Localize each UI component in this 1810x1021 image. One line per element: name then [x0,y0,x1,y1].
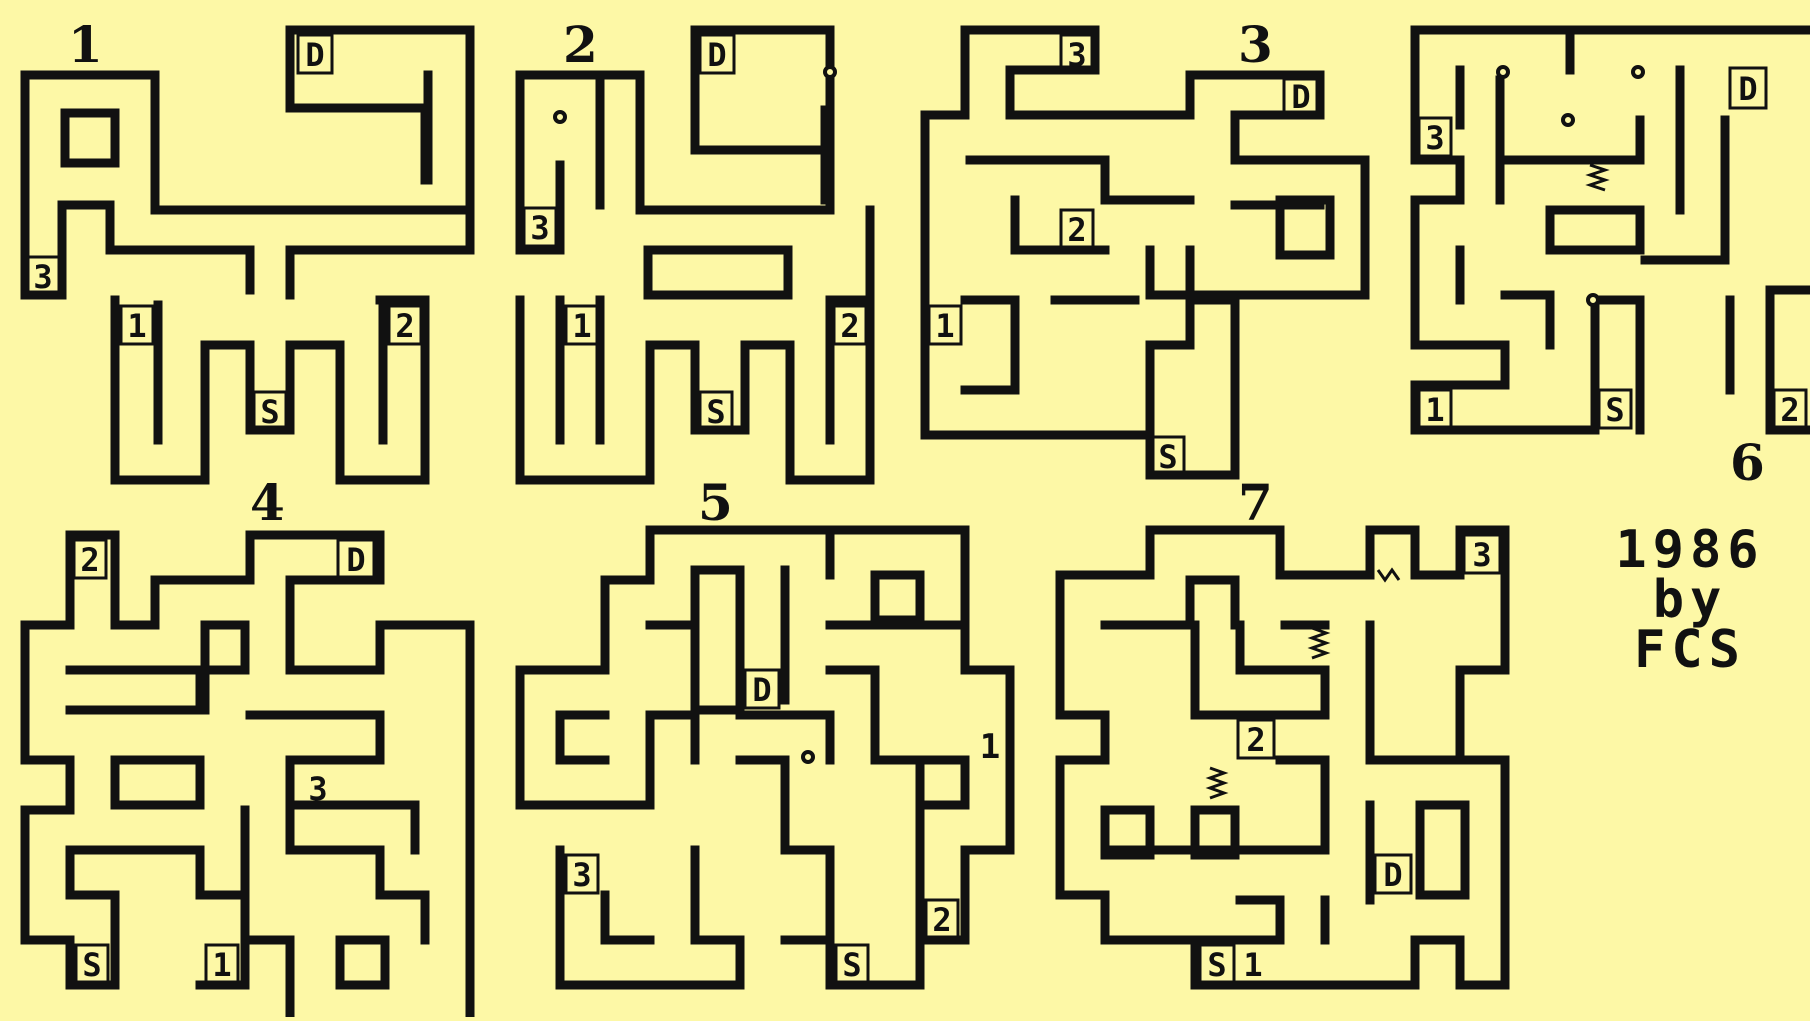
svg-text:D: D [707,36,726,74]
credit-by: by [1590,580,1790,620]
svg-text:S: S [706,393,725,431]
svg-text:S: S [82,946,101,984]
svg-text:1: 1 [127,307,146,345]
svg-text:3: 3 [530,209,549,247]
svg-text:S: S [1207,946,1226,984]
marker-5-3: 2 [926,900,958,939]
svg-text:1: 1 [572,307,591,345]
marker-7-2: D [1375,855,1411,894]
marker-4-0: 2 [74,540,106,579]
svg-text:1: 1 [212,946,231,984]
marker-1-3: 2 [389,306,421,345]
svg-text:3: 3 [1472,536,1491,574]
marker-6-3: S [1599,390,1631,429]
svg-text:3: 3 [1067,36,1086,74]
maze-7-walls [1060,530,1505,985]
maze-1-walls [25,30,470,480]
svg-text:3: 3 [572,856,591,894]
maze-2-walls [520,30,870,480]
marker-3-1: D [1284,78,1318,116]
marker-6-2: 1 [1419,390,1451,429]
marker-2-2: 1 [566,306,598,345]
svg-text:S: S [842,946,861,984]
svg-text:D: D [752,671,771,709]
maze-5-number: 5 [698,478,733,528]
marker-1-4: S [254,392,286,431]
marker-1-0: D [298,35,332,74]
svg-text:2: 2 [80,541,99,579]
svg-text:3: 3 [308,770,327,808]
svg-text:2: 2 [932,901,951,939]
marker-3-3: 1 [929,306,961,345]
maze-3-number: 3 [1238,20,1273,70]
marker-2-1: 3 [524,208,556,247]
marker-4-2: 3 [308,770,327,808]
credit-author: FCS [1590,620,1790,680]
svg-text:3: 3 [33,258,52,296]
svg-text:D: D [1738,70,1757,108]
marker-7-0: 3 [1464,535,1500,574]
svg-text:2: 2 [1246,721,1265,759]
marker-7-1: 2 [1238,720,1274,759]
marker-5-2: 3 [566,855,598,894]
svg-text:S: S [1605,391,1624,429]
marker-7-3: S [1200,945,1234,984]
marker-2-3: S [700,392,732,431]
marker-5-1: 1 [980,727,1000,767]
svg-text:S: S [260,393,279,431]
svg-text:2: 2 [1067,211,1086,249]
marker-1-1: 3 [27,257,59,296]
svg-text:1: 1 [980,727,1000,767]
svg-text:2: 2 [395,307,414,345]
marker-6-0: D [1730,68,1766,108]
svg-text:3: 3 [1425,119,1444,157]
maze-1-number: 1 [68,20,103,70]
svg-text:D: D [305,36,324,74]
maze-7-number: 7 [1238,478,1273,528]
maze-4-number: 4 [250,478,285,528]
marker-4-4: 1 [206,945,238,984]
marker-3-2: 2 [1061,210,1093,249]
marker-5-0: D [745,670,779,709]
marker-6-4: 2 [1774,390,1806,429]
svg-text:1: 1 [935,307,954,345]
svg-text:1: 1 [1243,946,1262,984]
svg-text:D: D [1291,78,1310,116]
svg-text:1: 1 [1425,391,1444,429]
svg-text:2: 2 [1780,391,1799,429]
svg-text:S: S [1158,438,1177,476]
marker-4-1: D [338,540,374,579]
marker-5-4: S [836,945,868,984]
maze-2-number: 2 [563,20,598,70]
marker-3-4: S [1152,437,1184,476]
svg-text:D: D [346,541,365,579]
marker-7-4: 1 [1243,946,1262,984]
marker-2-0: D [700,35,734,74]
credit-block: 1986 by FCS [1590,520,1790,680]
maze-6-number: 6 [1730,438,1765,488]
marker-4-3: S [76,945,108,984]
marker-6-1: 3 [1419,118,1451,157]
marker-2-4: 2 [834,306,866,345]
marker-1-2: 1 [121,306,153,345]
svg-text:2: 2 [840,307,859,345]
svg-text:D: D [1383,856,1402,894]
